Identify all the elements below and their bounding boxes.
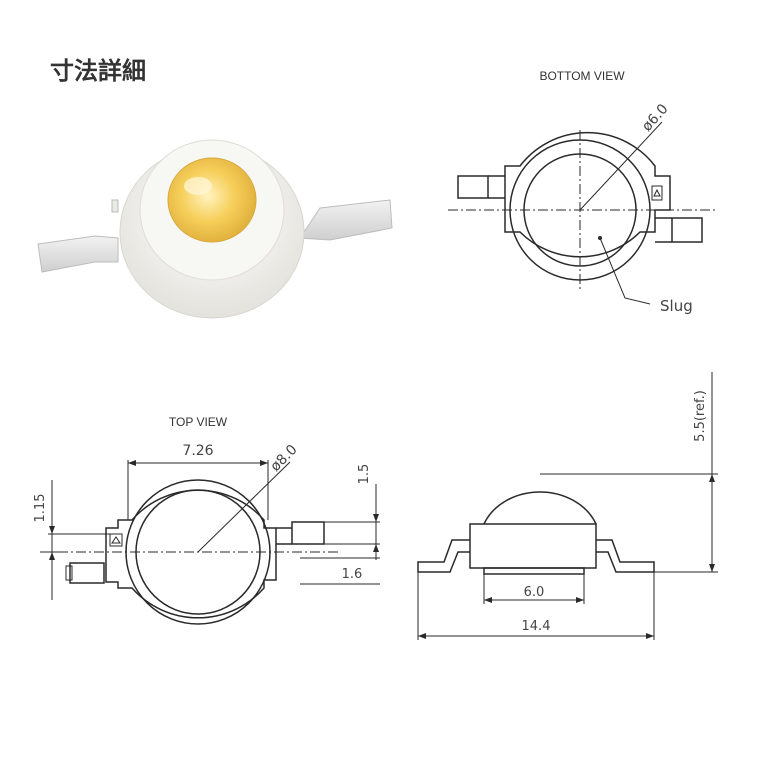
top-pad-height-label: 1.5 [357, 464, 372, 485]
dim-115-arrows [49, 526, 55, 560]
side-right-lead [596, 539, 655, 573]
led-left-lead [37, 235, 119, 273]
top-body-outline [105, 489, 277, 619]
slug-leader [599, 237, 651, 305]
slug-leader-dot [598, 236, 602, 240]
bottom-body-outline [504, 131, 671, 258]
slug-label: Slug [660, 297, 693, 315]
side-slug-width-label: 6.0 [524, 585, 545, 600]
bottom-right-pad [671, 217, 703, 243]
top-view: TOP VIEW 7.26 ø8.0 1.15 [33, 415, 380, 625]
bottom-diameter-leader [579, 121, 663, 211]
bottom-left-pad-neck [488, 175, 505, 199]
bottom-left-pad [457, 175, 489, 199]
top-polarity-mark [109, 533, 123, 547]
top-right-pad [291, 521, 325, 545]
top-right-pad-neck [276, 527, 292, 545]
side-left-lead [417, 539, 470, 573]
side-dome [483, 491, 597, 525]
bottom-diameter-label: ø6.0 [639, 101, 672, 135]
bottom-polarity-mark [651, 185, 663, 201]
lens-highlight [184, 177, 212, 195]
top-left-pad [69, 562, 105, 584]
side-body [469, 523, 597, 569]
top-diameter-leader [197, 461, 291, 553]
dim-15-arrows [373, 514, 379, 552]
side-view: 6.0 14.4 5.5(ref.) [417, 372, 718, 640]
bottom-right-pad-neck [655, 217, 672, 243]
top-left-height-label: 1.15 [33, 494, 48, 523]
side-total-width-label: 14.4 [522, 619, 551, 634]
led-notch [111, 199, 119, 213]
top-width-label: 7.26 [182, 443, 213, 459]
led-lens [167, 157, 257, 243]
led-photo [37, 139, 393, 319]
top-left-pad-tab [65, 565, 73, 581]
bottom-view-heading: BOTTOM VIEW [539, 69, 625, 83]
side-height-label: 5.5(ref.) [693, 390, 708, 442]
led-right-lead [299, 199, 393, 241]
top-pad-width-label: 1.6 [342, 567, 363, 582]
bottom-view: BOTTOM VIEW ø6.0 Slug [448, 69, 718, 315]
side-slug [483, 567, 585, 575]
top-diameter-label: ø8.0 [268, 442, 301, 475]
top-view-heading: TOP VIEW [169, 415, 228, 429]
page-title: 寸法詳細 [50, 57, 146, 85]
